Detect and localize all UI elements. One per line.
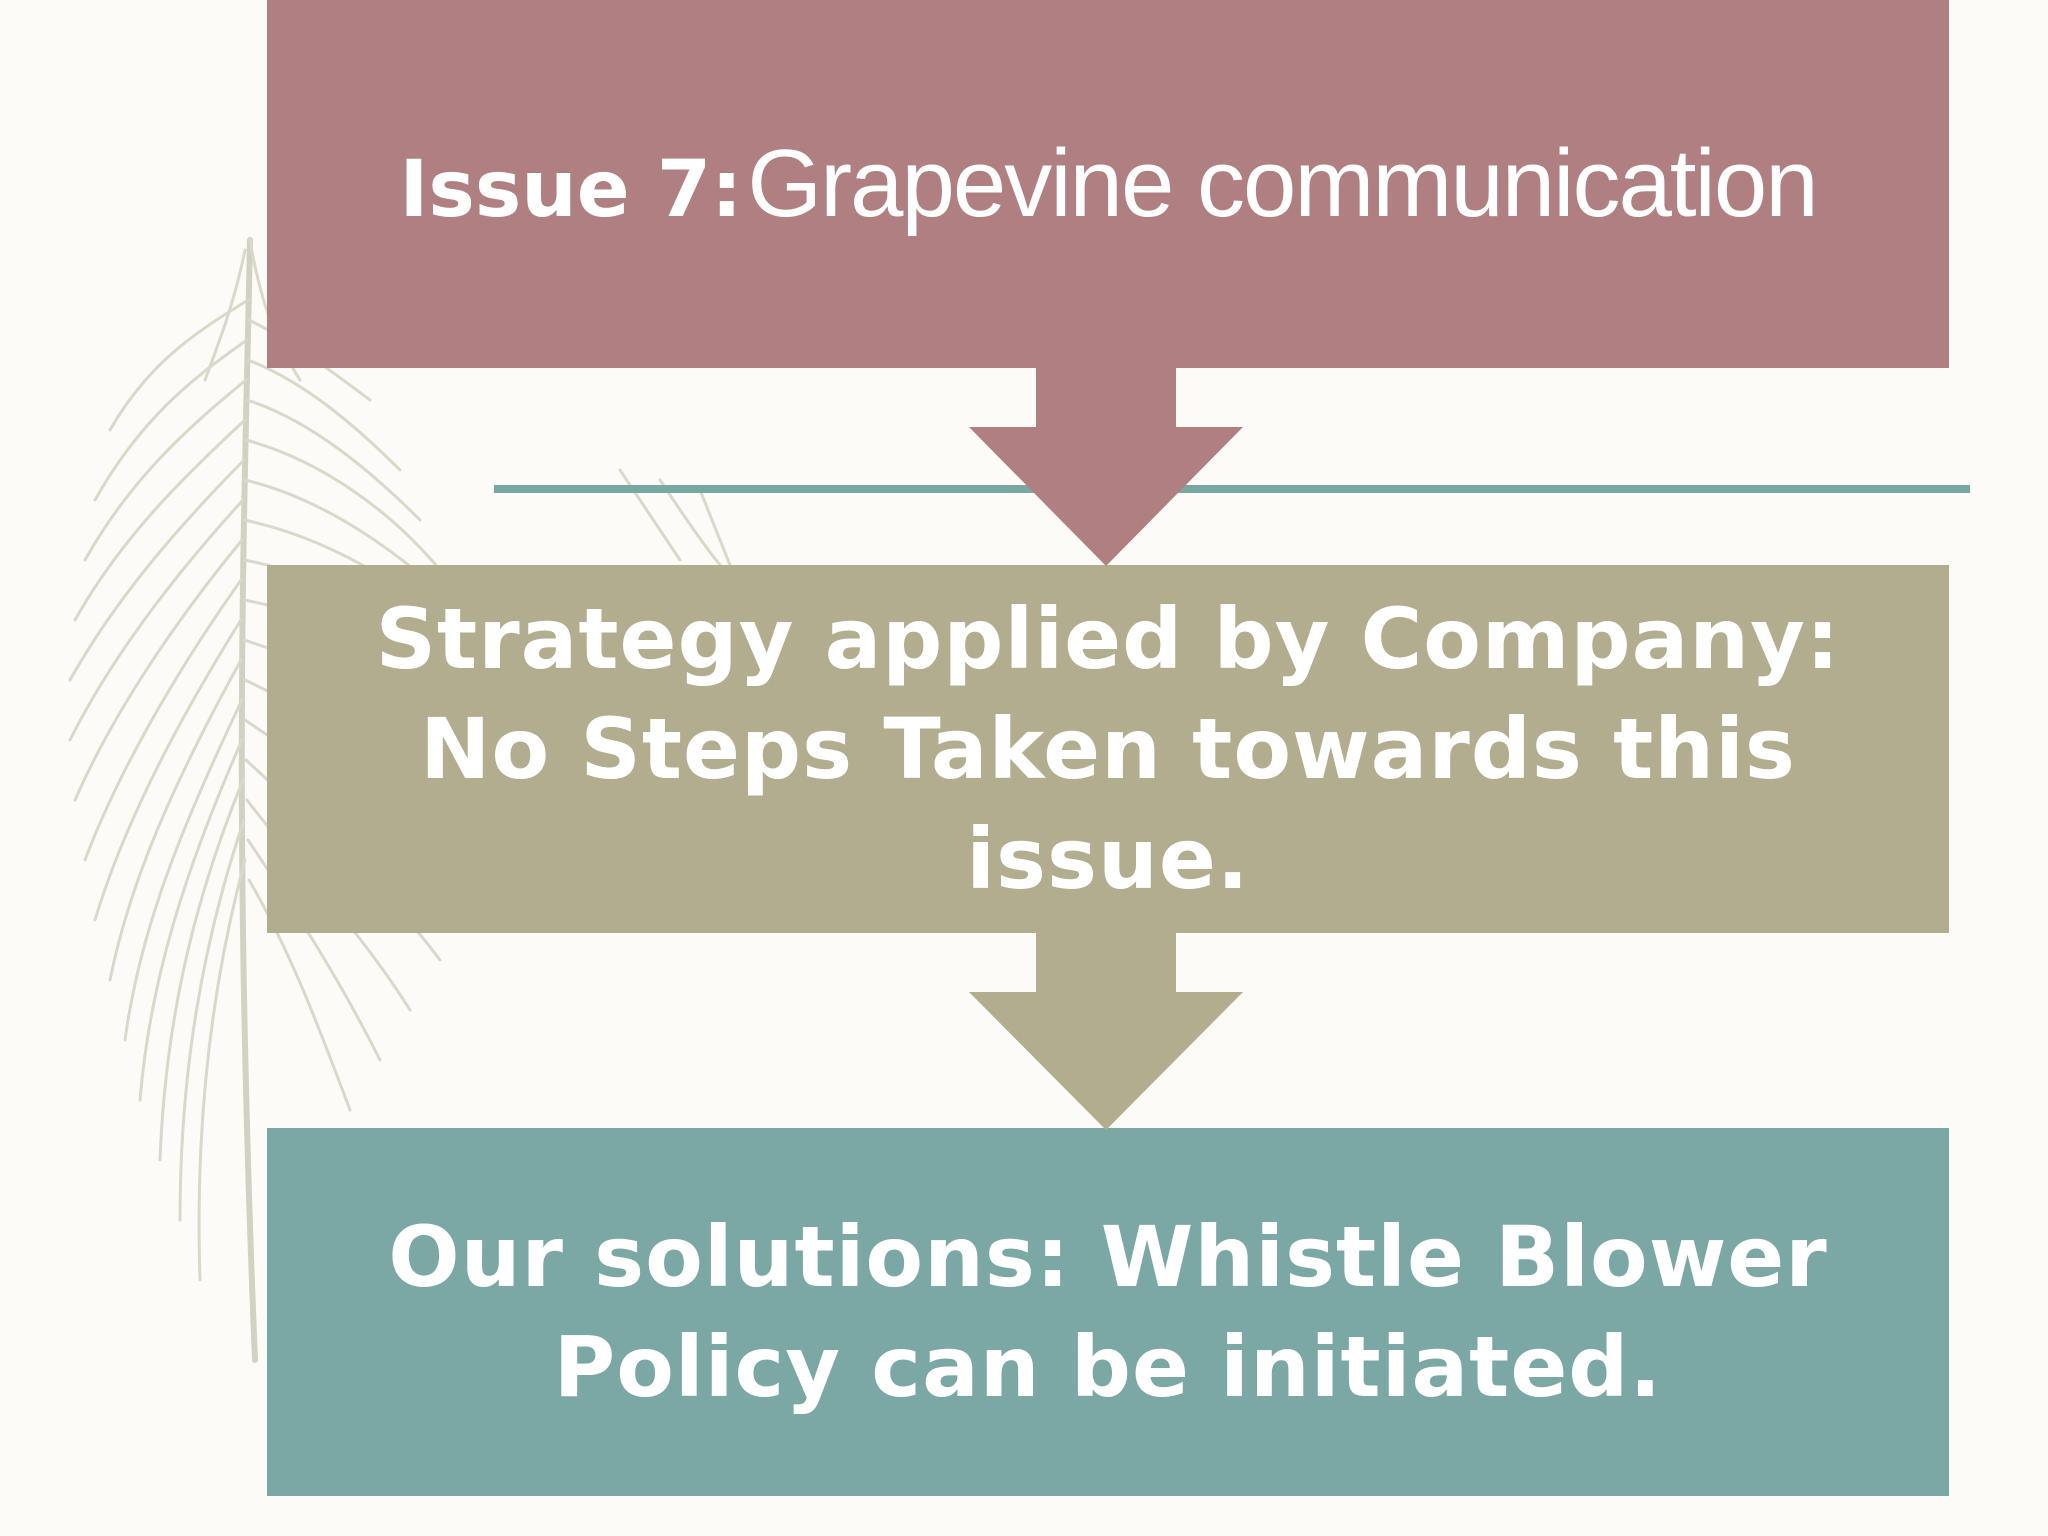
strategy-box: Strategy applied by Company: No Steps Ta… [267, 565, 1949, 933]
issue-topic: Grapevine communication [747, 130, 1818, 237]
strategy-text: Strategy applied by Company: No Steps Ta… [375, 590, 1841, 908]
issue-label: Issue 7: [399, 145, 743, 235]
issue-box: Issue 7: Grapevine communication [267, 0, 1949, 368]
issue-heading: Issue 7: Grapevine communication [399, 136, 1818, 235]
accent-divider-line [494, 485, 1970, 493]
solution-box: Our solutions: Whistle Blower Policy can… [267, 1128, 1949, 1496]
solution-text: Our solutions: Whistle Blower Policy can… [388, 1208, 1828, 1416]
